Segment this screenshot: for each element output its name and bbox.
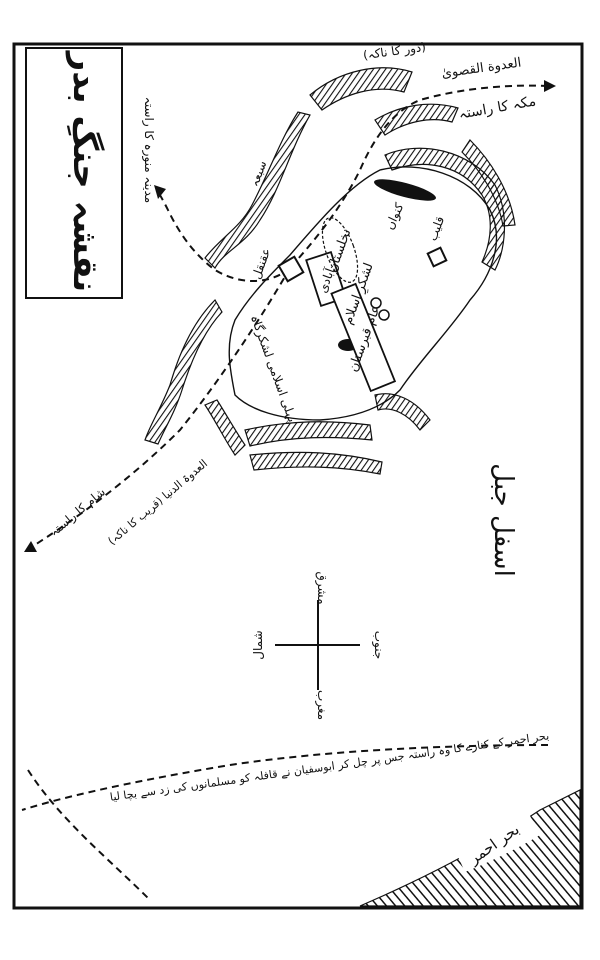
label-madinah-road: مدینہ منورہ کا راستہ bbox=[141, 97, 156, 203]
label-udwat-qaswa: العدوة القصوىٰ bbox=[441, 56, 523, 82]
mountain-range-south bbox=[244, 393, 431, 475]
mountain-range-east bbox=[384, 139, 516, 271]
label-qaleeb: قلیب bbox=[425, 214, 447, 242]
graveyard-box bbox=[330, 282, 397, 393]
red-sea-label-bg bbox=[455, 812, 540, 872]
label-udwat-dunya: العدوۃ الدنیا (قریب کا ناکہ) bbox=[105, 457, 210, 548]
arrow-madinah bbox=[154, 185, 166, 199]
label-asfal: اسفل جبل bbox=[488, 463, 518, 577]
road-madinah bbox=[157, 191, 291, 282]
pond-marker bbox=[374, 179, 436, 201]
compass: شمال جنوب مشرق مغرب bbox=[251, 571, 386, 720]
well-dots-2 bbox=[378, 309, 390, 321]
label-sham-road: شام کا راستہ bbox=[47, 485, 109, 540]
label-oasis: نخلستان bbox=[325, 227, 355, 275]
map-frame bbox=[12, 42, 584, 910]
road-coastal bbox=[21, 744, 549, 811]
label-well: کنواں bbox=[382, 201, 407, 233]
well-marker bbox=[277, 255, 305, 283]
road-coastal-2 bbox=[27, 769, 151, 901]
well-dots-1 bbox=[370, 297, 382, 309]
mountain-range-north bbox=[204, 67, 459, 269]
compass-east: مشرق bbox=[314, 571, 329, 604]
qaleeb-marker bbox=[426, 246, 448, 268]
label-caravan-route: بحر احمر کے کنارے کا وہ راستہ جس پر چل ک… bbox=[109, 729, 550, 804]
label-makkah-road: مکہ کا راستہ bbox=[457, 93, 537, 122]
mountain-range-west bbox=[144, 299, 246, 456]
road-makkah bbox=[289, 84, 549, 269]
title-box bbox=[25, 47, 123, 299]
arrow-makkah bbox=[544, 80, 556, 92]
oasis-outline bbox=[321, 217, 359, 283]
map-title: نقشہ جنگِ بدر bbox=[65, 50, 105, 293]
compass-south: جنوب bbox=[371, 631, 386, 660]
compass-west: مغرب bbox=[314, 690, 329, 720]
road-sham bbox=[29, 267, 291, 549]
compass-north: شمال bbox=[251, 630, 265, 659]
arrow-sham bbox=[24, 541, 37, 552]
